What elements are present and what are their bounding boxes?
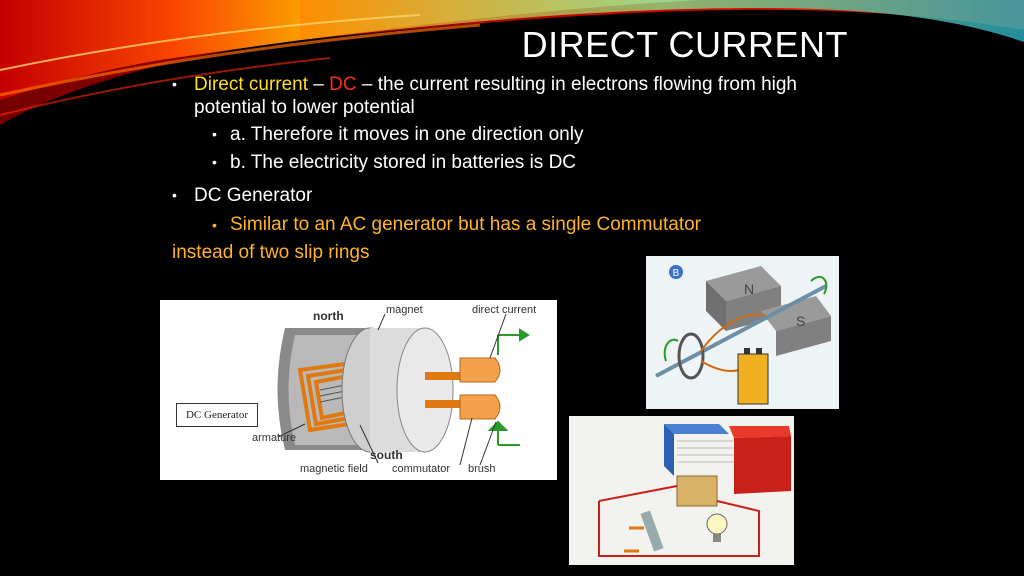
label-magnet: magnet <box>386 304 423 316</box>
bullet-dot-icon: • <box>172 76 177 92</box>
dash-separator: – <box>308 74 330 95</box>
sub-bullet-b-text: b. The electricity stored in batteries i… <box>230 152 577 173</box>
sub-bullet-b: • b. The electricity stored in batteries… <box>172 151 862 174</box>
magnet-s-letter: S <box>796 313 805 329</box>
slide-body: • Direct current – DC – the current resu… <box>172 73 862 272</box>
battery-generator-image: B N S <box>646 256 839 409</box>
bullet-dc-generator: • DC Generator <box>172 184 862 207</box>
definition-text: – the current resulting in electrons flo… <box>194 74 797 118</box>
bullet-dc-generator-text: DC Generator <box>194 185 313 206</box>
label-brush: brush <box>468 463 496 475</box>
label-direct-current: direct current <box>472 304 537 316</box>
label-south: south <box>370 448 403 462</box>
generator-illustration <box>277 313 530 466</box>
term-direct-current: Direct current <box>194 74 309 95</box>
label-north: north <box>313 309 344 323</box>
badge-b-letter: B <box>673 268 680 279</box>
label-magnetic-field: magnetic field <box>300 463 368 475</box>
bullet-dot-icon: • <box>172 187 177 203</box>
lamp-generator-illustration <box>598 424 791 557</box>
battery-generator-illustration: B N S <box>655 265 831 405</box>
term-dc: DC <box>329 74 357 95</box>
bullet-dot-icon: • <box>212 126 217 142</box>
label-armature: armature <box>252 432 297 444</box>
slide-title: DIRECT CURRENT <box>521 24 848 65</box>
magnet-n-letter: N <box>744 281 754 297</box>
lamp-generator-image <box>569 416 794 565</box>
sub-bullet-generator-text: Similar to an AC generator but has a sin… <box>172 214 702 263</box>
bullet-direct-current: • Direct current – DC – the current resu… <box>172 73 862 119</box>
bullet-dot-icon: • <box>212 217 217 233</box>
sub-bullet-a-text: a. Therefore it moves in one direction o… <box>230 124 584 145</box>
dc-generator-diagram: north magnet direct current armature sou… <box>160 300 557 480</box>
sub-bullet-a: • a. Therefore it moves in one direction… <box>172 123 862 146</box>
bullet-dot-icon: • <box>212 154 217 170</box>
label-commutator: commutator <box>392 463 451 475</box>
dc-generator-box-label: DC Generator <box>176 403 258 427</box>
sub-bullet-generator: • Similar to an AC generator but has a s… <box>172 211 712 267</box>
